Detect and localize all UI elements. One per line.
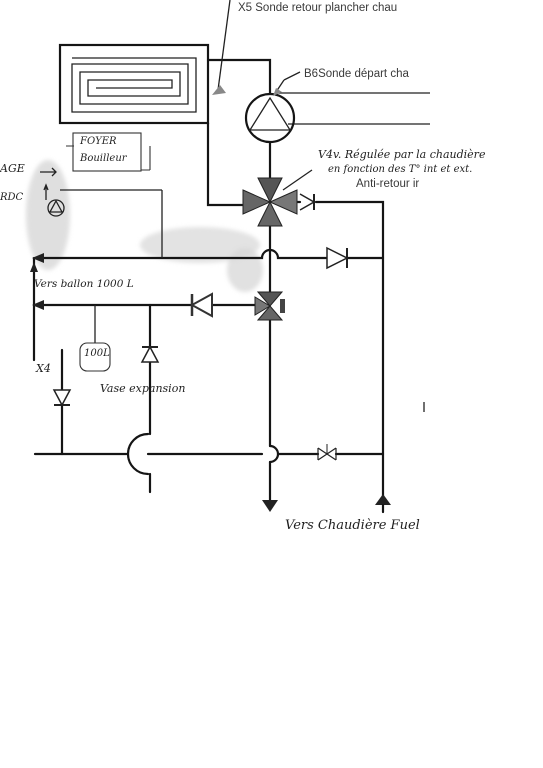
pump-icon [43, 183, 65, 217]
arrow-up-icon [30, 262, 38, 272]
label-vase-expansion: Vase expansion [100, 382, 186, 395]
arrow-left-icon [32, 253, 44, 310]
check-valve-icon [326, 246, 349, 270]
label-vase-tank: 100L [84, 348, 110, 359]
three-way-valve-icon [254, 291, 285, 321]
floor-heating-coil [58, 43, 210, 125]
label-x4: X4 [36, 362, 51, 375]
label-bouilleur: Bouilleur [80, 153, 127, 164]
pipe-network [32, 58, 430, 507]
eraser-smudge [26, 160, 263, 292]
label-anti-retour: Anti-retour ir [356, 178, 420, 190]
label-x5-sensor: X5 Sonde retour plancher chau [238, 2, 398, 14]
label-foyer: FOYER [80, 136, 117, 147]
pump-icon [244, 92, 296, 144]
label-b6-sensor: B6Sonde départ cha [304, 68, 409, 80]
check-valve-icon [140, 345, 160, 363]
check-valve-icon [299, 193, 316, 211]
foyer-box [66, 132, 151, 172]
gate-valve-icon [317, 444, 337, 461]
label-etage: AGE [0, 162, 25, 175]
label-ballon: Vers ballon 1000 L [34, 278, 134, 290]
check-valve-icon [189, 292, 213, 318]
label-v4v-line2: en fonction des T° int et ext. [328, 164, 473, 175]
label-rdc: RDC [0, 192, 24, 203]
sensor-x5 [212, 0, 231, 95]
sensor-b6 [273, 71, 301, 96]
expansion-tank-icon [79, 342, 111, 372]
label-chaudiere: Vers Chaudière Fuel [285, 518, 420, 533]
four-way-valve-icon [242, 169, 313, 227]
arrow-down-icon [262, 500, 278, 512]
label-v4v-line1: V4v. Régulée par la chaudière [318, 148, 486, 161]
check-valve-icon [52, 389, 72, 407]
arrow-up-icon [375, 494, 391, 514]
